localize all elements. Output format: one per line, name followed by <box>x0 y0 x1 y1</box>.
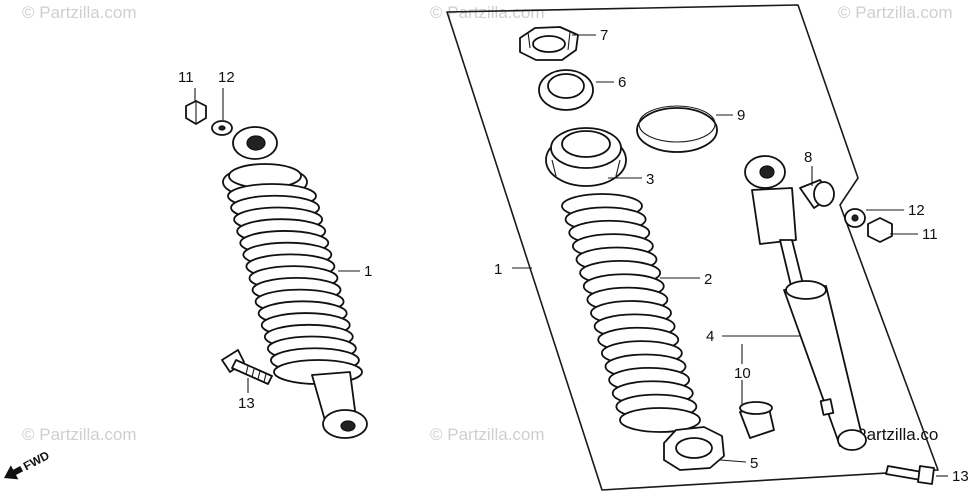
watermark-top-center: © Partzilla.com <box>430 3 545 22</box>
callout-2: 2 <box>704 271 712 288</box>
callout-13-left: 13 <box>238 395 255 412</box>
watermark-layer: © Partzilla.com © Partzilla.com © Partzi… <box>22 3 953 444</box>
callout-labels: 1 11 12 13 1 2 3 4 5 6 7 8 9 10 11 12 13 <box>178 27 969 485</box>
spring-coil <box>619 407 701 433</box>
callout-3: 3 <box>646 171 654 188</box>
callout-1-left: 1 <box>364 263 372 280</box>
spring-seat <box>545 127 627 187</box>
collar <box>799 179 835 209</box>
washer-left <box>211 120 233 136</box>
lower-spring-seat <box>663 426 725 471</box>
callout-6: 6 <box>618 74 626 91</box>
watermark-top-left: © Partzilla.com <box>22 3 137 22</box>
damper-unit <box>744 155 867 451</box>
callout-1-frame: 1 <box>494 261 502 278</box>
callout-4: 4 <box>706 328 714 345</box>
callout-11-left: 11 <box>178 69 194 86</box>
callout-7: 7 <box>600 27 608 44</box>
rubber-bush <box>739 401 775 439</box>
assembled-shock-absorber <box>222 126 368 439</box>
nut-left <box>185 100 207 125</box>
watermark-top-right: © Partzilla.com <box>838 3 953 22</box>
fwd-label: FWD <box>21 448 52 473</box>
fwd-arrow-icon <box>4 465 24 480</box>
watermark-bottom-center: © Partzilla.com <box>430 425 545 444</box>
bolt-left <box>221 349 273 385</box>
washer-right <box>844 208 866 228</box>
exploded-view-frame <box>446 4 939 491</box>
fwd-direction-marker: FWD <box>4 448 52 480</box>
callout-12-left: 12 <box>218 69 235 86</box>
callout-13-right: 13 <box>952 468 969 485</box>
callout-9: 9 <box>737 107 745 124</box>
watermark-bottom-left: © Partzilla.com <box>22 425 137 444</box>
callout-5: 5 <box>750 455 758 472</box>
shock-band <box>636 105 718 153</box>
coil-spring <box>561 193 701 433</box>
callout-8: 8 <box>804 149 812 166</box>
upper-seat-rubber <box>538 69 594 111</box>
nut-right <box>867 217 893 243</box>
leader-lines <box>194 34 948 477</box>
bolt-right <box>885 465 935 485</box>
callout-12-right: 12 <box>908 202 925 219</box>
callout-11-right: 11 <box>922 226 938 243</box>
spring-seat-stopper <box>519 26 579 61</box>
callout-10: 10 <box>734 365 751 382</box>
